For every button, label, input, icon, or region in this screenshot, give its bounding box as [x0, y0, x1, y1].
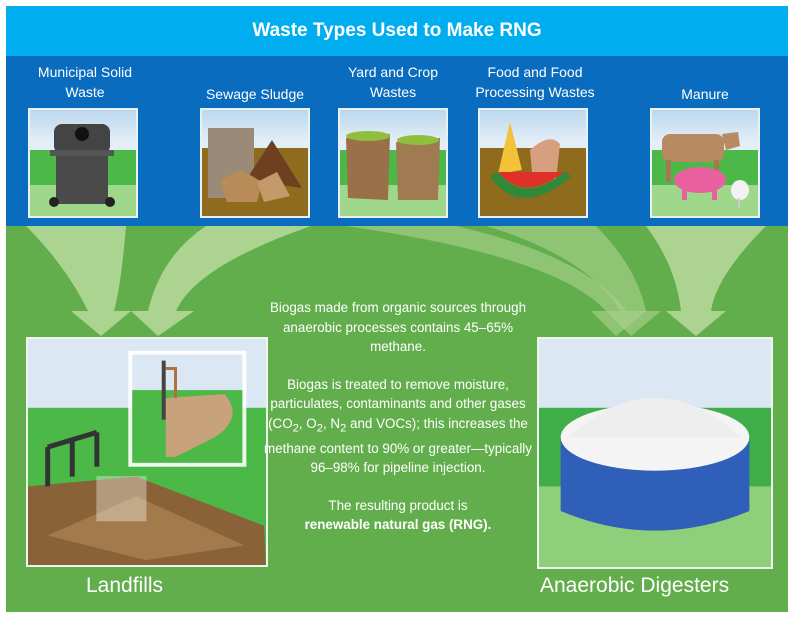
landfill-icon — [28, 339, 266, 565]
arrow-msw-to-landfill — [26, 226, 131, 336]
rng-highlight: renewable natural gas (RNG) — [304, 517, 488, 533]
arrow-food-to-digester — [486, 226, 661, 336]
text: , O — [298, 415, 317, 431]
description-methane-content: Biogas made from organic sources through… — [269, 300, 527, 354]
sludge-icon — [202, 128, 308, 216]
label-line: Waste — [65, 84, 105, 100]
label-line: Processing Wastes — [475, 84, 595, 100]
card-yard-crop-wastes — [338, 108, 448, 218]
description-treatment: Biogas is treated to remove moisture, pa… — [258, 375, 538, 478]
title-banner: Waste Types Used to Make RNG — [6, 6, 788, 56]
yard-waste-bags-icon — [340, 131, 446, 216]
card-municipal-solid-waste — [28, 108, 138, 218]
subscript: 2 — [340, 422, 347, 435]
arrow-sludge-to-landfill — [131, 226, 311, 336]
label-sewage-sludge: Sewage Sludge — [205, 86, 305, 102]
food-waste-icon — [480, 122, 586, 216]
label-line: Food and Food — [487, 64, 583, 80]
arrow-yard-to-digester — [346, 226, 646, 336]
card-food-wastes — [478, 108, 588, 218]
subscript: 2 — [316, 422, 323, 435]
text: , N — [322, 415, 341, 431]
label-manure: Manure — [681, 86, 729, 102]
biogas-description: Biogas made from organic sources through… — [258, 298, 538, 553]
arrow-manure-to-digester — [646, 226, 766, 336]
flow-arrows — [26, 226, 766, 336]
description-result: The resulting product is renewable natura… — [258, 496, 538, 535]
label-line: Wastes — [369, 84, 417, 100]
digester-illustration — [537, 337, 773, 569]
card-sewage-sludge — [200, 108, 310, 218]
label-line: Municipal Solid — [37, 64, 133, 80]
livestock-icon — [652, 132, 758, 216]
trash-bin-icon — [30, 124, 136, 216]
label-line: Yard and Crop — [347, 64, 438, 80]
subscript: 2 — [292, 422, 299, 435]
anaerobic-digester-icon — [539, 339, 771, 567]
page-title: Waste Types Used to Make RNG — [252, 20, 542, 41]
card-manure — [650, 108, 760, 218]
text: . — [487, 517, 492, 533]
digesters-label: Anaerobic Digesters — [540, 574, 730, 597]
text: The resulting product is — [328, 497, 468, 513]
landfill-illustration — [26, 337, 268, 567]
landfills-label: Landfills — [86, 574, 164, 597]
text: and VOCs); this increases the methane co… — [264, 415, 532, 476]
text: Biogas is treated to remove moisture, pa… — [268, 376, 526, 431]
